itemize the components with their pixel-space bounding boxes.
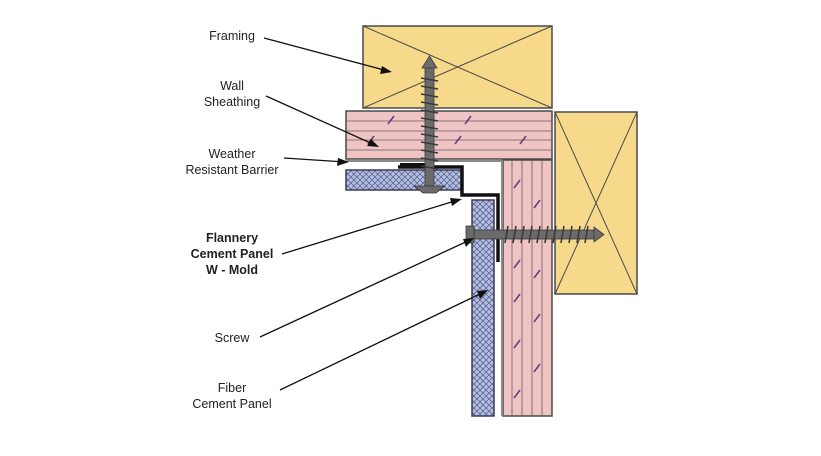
arrowhead-framing: [380, 66, 392, 74]
right-framing-block: [554, 111, 638, 295]
label-weather-barrier-line1: Weather: [208, 147, 256, 161]
leader-wall-sheathing: [265, 95, 376, 146]
leader-w-mold: [281, 199, 459, 255]
label-w-mold: Flannery Cement Panel W - Mold: [182, 230, 282, 278]
vertical-fiber-cement-panel: [471, 199, 495, 417]
label-fiber-cement-line2: Cement Panel: [192, 397, 272, 411]
label-w-mold-line1: Flannery: [205, 231, 259, 245]
leader-fiber-cement: [279, 291, 485, 391]
label-w-mold-line2: Cement Panel: [190, 247, 274, 261]
weather-resistant-barrier: [346, 160, 503, 416]
top-framing-block: [362, 25, 553, 109]
label-fiber-cement-panel: Fiber Cement Panel: [188, 380, 276, 412]
horizontal-screw: [465, 225, 605, 244]
label-wall-sheathing: Wall Sheathing: [196, 78, 268, 110]
horizontal-fiber-cement-panel: [345, 169, 463, 191]
leader-framing: [263, 37, 389, 72]
vertical-screw: [412, 55, 447, 194]
arrowhead-fiber-cement: [477, 290, 488, 299]
label-framing-text: Framing: [209, 29, 255, 43]
label-fiber-cement-line1: Fiber: [217, 381, 247, 395]
arrowhead-screw: [463, 238, 474, 247]
arrowhead-w-mold: [450, 198, 462, 206]
w-mold-profile: [398, 163, 500, 262]
label-wall-sheathing-line1: Wall: [220, 79, 244, 93]
label-w-mold-line3: W - Mold: [205, 263, 259, 277]
horizontal-wall-sheathing: [345, 110, 553, 160]
leader-screw: [259, 239, 471, 338]
arrowhead-weather-barrier: [337, 158, 349, 166]
arrowhead-wall-sheathing: [367, 139, 379, 147]
label-framing: Framing: [200, 28, 264, 44]
label-weather-barrier: Weather Resistant Barrier: [178, 146, 286, 178]
label-screw-text: Screw: [214, 331, 250, 345]
label-weather-barrier-line2: Resistant Barrier: [185, 163, 279, 177]
leader-weather-barrier: [283, 157, 346, 163]
label-wall-sheathing-line2: Sheathing: [203, 95, 261, 109]
vertical-wall-sheathing: [502, 159, 553, 417]
label-screw: Screw: [206, 330, 258, 346]
